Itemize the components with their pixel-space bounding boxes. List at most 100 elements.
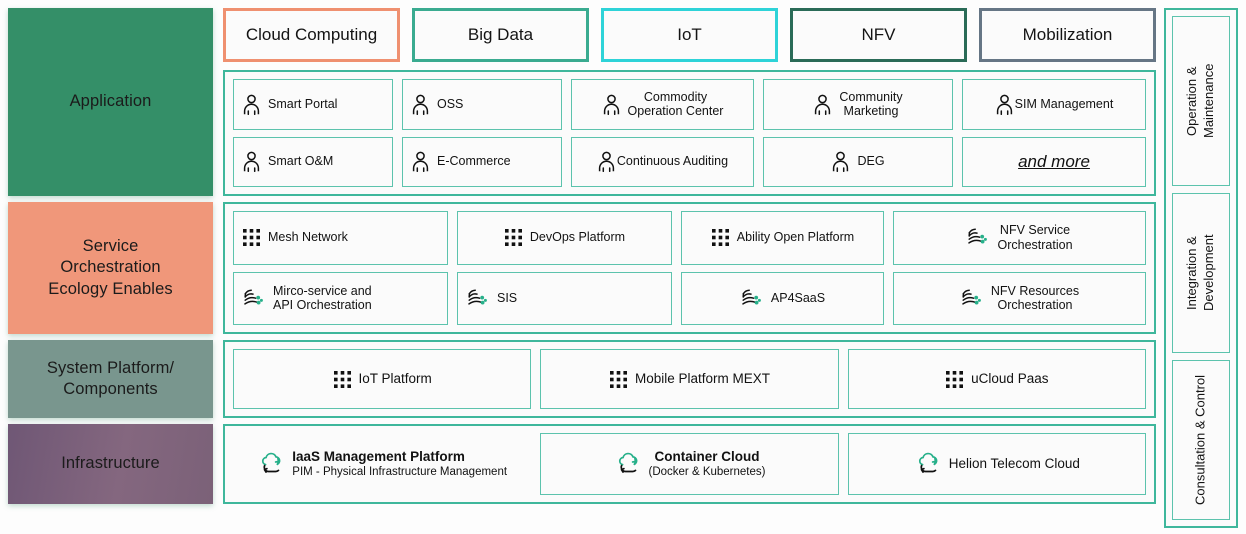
- grid-dots-icon: [333, 370, 351, 388]
- tile-micro-service-api-orchestration[interactable]: Mirco-service and API Orchestration: [233, 271, 448, 325]
- sidebar-item-consultation-control[interactable]: Consultation & Control: [1172, 360, 1230, 520]
- tab-label: Cloud Computing: [245, 25, 378, 44]
- right-sidebar: Operation & Maintenance Integration & De…: [1164, 8, 1238, 528]
- tile-smart-om[interactable]: Smart O&M: [233, 136, 393, 187]
- grid-dots-icon: [609, 370, 627, 388]
- infrastructure-body: IaaS Management Platform PIM - Physical …: [223, 424, 1156, 504]
- tile-continuous-auditing[interactable]: Continuous Auditing: [571, 136, 754, 187]
- layer-label-service-orchestration: Service Orchestration Ecology Enables: [8, 202, 213, 334]
- tile-ucloud-paas[interactable]: uCloud Paas: [847, 349, 1146, 409]
- category-tab-bar: Cloud Computing Big Data IoT NFV Mobiliz…: [223, 8, 1156, 62]
- grid-dots-icon: [504, 229, 522, 247]
- tile-sis[interactable]: SIS: [457, 271, 672, 325]
- tile-label: OSS: [437, 96, 464, 111]
- cloud-refresh-icon: [262, 452, 281, 473]
- service-row-1: Mesh Network DevOps Platform Ability Ope…: [233, 211, 1146, 265]
- tile-label: Commodity Operation Center: [627, 89, 724, 119]
- person-icon: [243, 151, 260, 173]
- system-body: IoT Platform Mobile Platform MEXT uCloud…: [223, 340, 1156, 418]
- tile-nfv-resources-orchestration[interactable]: NFV Resources Orchestration: [893, 271, 1146, 325]
- tile-devops-platform[interactable]: DevOps Platform: [457, 211, 672, 265]
- layer-system-platform: System Platform/ Components IoT Platform…: [8, 340, 1156, 418]
- tile-label: Mirco-service and API Orchestration: [273, 283, 372, 313]
- layer-service-orchestration: Service Orchestration Ecology Enables Me…: [8, 202, 1156, 334]
- tile-label: DevOps Platform: [529, 230, 626, 245]
- service-body: Mesh Network DevOps Platform Ability Ope…: [223, 202, 1156, 334]
- orchestration-icon: [742, 289, 761, 305]
- tile-and-more[interactable]: and more: [962, 136, 1146, 187]
- system-panel: IoT Platform Mobile Platform MEXT uCloud…: [223, 340, 1156, 418]
- tile-text: Helion Telecom Cloud: [949, 456, 1080, 472]
- orchestration-icon: [968, 228, 988, 244]
- person-icon: [598, 151, 615, 173]
- orchestration-icon: [468, 289, 487, 305]
- grid-dots-icon: [711, 229, 729, 247]
- layer-stack: Application Cloud Computing Big Data IoT…: [8, 8, 1156, 528]
- layer-label-application: Application: [8, 8, 213, 196]
- tile-label: IoT Platform: [358, 371, 432, 387]
- layer-infrastructure: Infrastructure IaaS Management Platform …: [8, 424, 1156, 504]
- sidebar-item-operation-maintenance[interactable]: Operation & Maintenance: [1172, 16, 1230, 186]
- tile-oss[interactable]: OSS: [402, 79, 562, 130]
- tile-label: Continuous Auditing: [616, 154, 729, 169]
- tile-label: SIS: [497, 290, 518, 305]
- tile-commodity-operation-center[interactable]: Commodity Operation Center: [571, 79, 754, 130]
- person-icon: [815, 94, 831, 115]
- tab-iot[interactable]: IoT: [601, 8, 778, 62]
- tab-cloud-computing[interactable]: Cloud Computing: [223, 8, 400, 62]
- layer-label-system-platform: System Platform/ Components: [8, 340, 213, 418]
- tab-nfv[interactable]: NFV: [790, 8, 967, 62]
- service-panel: Mesh Network DevOps Platform Ability Ope…: [223, 202, 1156, 334]
- application-row-1: Smart Portal OSS Commodity Operation Cen…: [233, 79, 1146, 130]
- layer-application: Application Cloud Computing Big Data IoT…: [8, 8, 1156, 196]
- tile-subtitle: PIM - Physical Infrastructure Management: [292, 466, 508, 479]
- tile-label: Ability Open Platform: [736, 230, 855, 245]
- tile-label: Smart O&M: [268, 154, 334, 169]
- tab-big-data[interactable]: Big Data: [412, 8, 589, 62]
- application-body: Cloud Computing Big Data IoT NFV Mobiliz…: [223, 8, 1156, 196]
- tile-title: IaaS Management Platform: [292, 448, 465, 464]
- grid-dots-icon: [946, 370, 964, 388]
- tile-smart-portal[interactable]: Smart Portal: [233, 79, 393, 130]
- tab-mobilization[interactable]: Mobilization: [979, 8, 1156, 62]
- tile-iaas-management-platform[interactable]: IaaS Management Platform PIM - Physical …: [233, 433, 532, 495]
- person-icon: [412, 94, 429, 115]
- tile-ap4saas[interactable]: AP4SaaS: [681, 271, 884, 325]
- person-icon: [833, 151, 849, 173]
- tile-e-commerce[interactable]: E-Commerce: [402, 136, 562, 187]
- infrastructure-panel: IaaS Management Platform PIM - Physical …: [223, 424, 1156, 504]
- tile-deg[interactable]: DEG: [763, 136, 953, 187]
- system-row-1: IoT Platform Mobile Platform MEXT uCloud…: [233, 349, 1146, 409]
- cloud-refresh-icon: [918, 452, 938, 473]
- tile-label: E-Commerce: [437, 154, 511, 169]
- tile-label: DEG: [857, 154, 885, 169]
- cloud-refresh-icon: [618, 452, 637, 473]
- service-row-2: Mirco-service and API Orchestration SIS …: [233, 271, 1146, 325]
- tile-label: Community Marketing: [839, 89, 903, 119]
- tile-label: Mobile Platform MEXT: [634, 371, 771, 387]
- tab-label: Mobilization: [1022, 25, 1113, 44]
- application-panel: Smart Portal OSS Commodity Operation Cen…: [223, 70, 1156, 196]
- tile-label: SIM Management: [1014, 96, 1114, 111]
- tile-iot-platform[interactable]: IoT Platform: [233, 349, 532, 409]
- tile-label: NFV Resources Orchestration: [990, 283, 1080, 313]
- sidebar-item-integration-development[interactable]: Integration & Development: [1172, 193, 1230, 353]
- tile-nfv-service-orchestration[interactable]: NFV Service Orchestration: [893, 211, 1146, 265]
- person-icon: [996, 94, 1012, 115]
- application-row-2: Smart O&M E-Commerce Continuous Auditing: [233, 136, 1146, 187]
- tile-text: Container Cloud (Docker & Kubernetes): [649, 449, 766, 479]
- tile-sim-management[interactable]: SIM Management: [962, 79, 1146, 130]
- tile-label: Mesh Network: [268, 230, 348, 245]
- tile-mesh-network[interactable]: Mesh Network: [233, 211, 448, 265]
- grid-dots-icon: [243, 229, 260, 247]
- tile-ability-open-platform[interactable]: Ability Open Platform: [681, 211, 884, 265]
- tile-community-marketing[interactable]: Community Marketing: [763, 79, 953, 130]
- tile-container-cloud[interactable]: Container Cloud (Docker & Kubernetes): [540, 433, 839, 495]
- tile-text: IaaS Management Platform PIM - Physical …: [292, 449, 507, 479]
- layer-label-infrastructure: Infrastructure: [8, 424, 213, 504]
- tile-helion-telecom-cloud[interactable]: Helion Telecom Cloud: [847, 433, 1146, 495]
- person-icon: [412, 151, 429, 173]
- tile-mobile-platform-mext[interactable]: Mobile Platform MEXT: [540, 349, 839, 409]
- tile-title: Container Cloud: [654, 448, 760, 464]
